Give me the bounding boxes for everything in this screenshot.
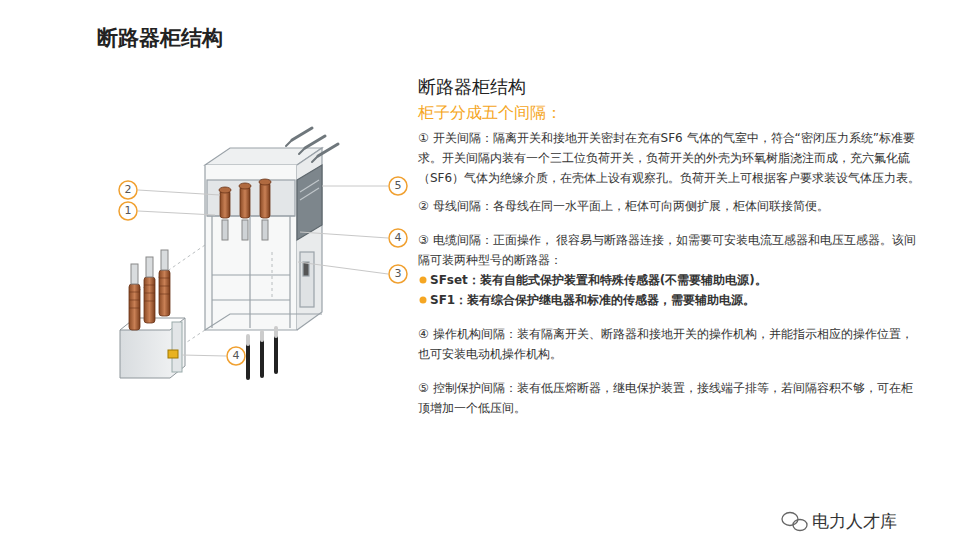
section-subheading: 柜子分成五个间隔： <box>418 102 923 124</box>
wechat-icon <box>782 513 807 531</box>
paragraph: ③ 电缆间隔：正面操作， 很容易与断路器连接，如需要可安装电流互感器和电压互感器… <box>418 230 923 270</box>
callout-number: 1 <box>119 202 137 220</box>
bullet-item: SF1：装有综合保护继电器和标准的传感器，需要辅助电源。 <box>418 290 923 310</box>
callout-number: 5 <box>389 177 407 195</box>
paragraph: ⑤ 控制保护间隔：装有低压熔断器，继电保护装置，接线端子排等，若间隔容积不够，可… <box>418 378 923 418</box>
paragraph: ② 母线间隔：各母线在同一水平面上，柜体可向两侧扩展，柜体间联接简便。 <box>418 196 923 216</box>
circuit-breaker <box>120 250 185 378</box>
cables <box>248 328 276 378</box>
switch-contacts <box>222 220 268 240</box>
paragraph: ④ 操作机构间隔：装有隔离开关、断路器和接地开关的操作机构，并能指示相应的操作位… <box>418 324 923 364</box>
callout-circles <box>119 177 407 365</box>
bullet-item: SFset：装有自能式保护装置和特殊传感器(不需要辅助电源)。 <box>418 270 923 290</box>
callout-number: 4 <box>227 347 245 365</box>
callout-number: 2 <box>119 181 137 199</box>
busbars <box>286 128 338 162</box>
section-heading: 断路器柜结构 <box>418 74 923 100</box>
cabinet-frame <box>205 148 322 330</box>
callout-number: 4 <box>389 229 407 247</box>
busbar-bushings <box>219 179 271 218</box>
bullet-dots <box>420 277 427 304</box>
leader-lines <box>138 186 388 356</box>
watermark: 电力人才库 <box>812 510 897 533</box>
paragraph: ① 开关间隔：隔离开关和接地开关密封在充有SF6 气体的气室中，符合“密闭压力系… <box>418 128 923 188</box>
page-title: 断路器柜结构 <box>97 24 223 52</box>
callout-number: 3 <box>389 265 407 283</box>
